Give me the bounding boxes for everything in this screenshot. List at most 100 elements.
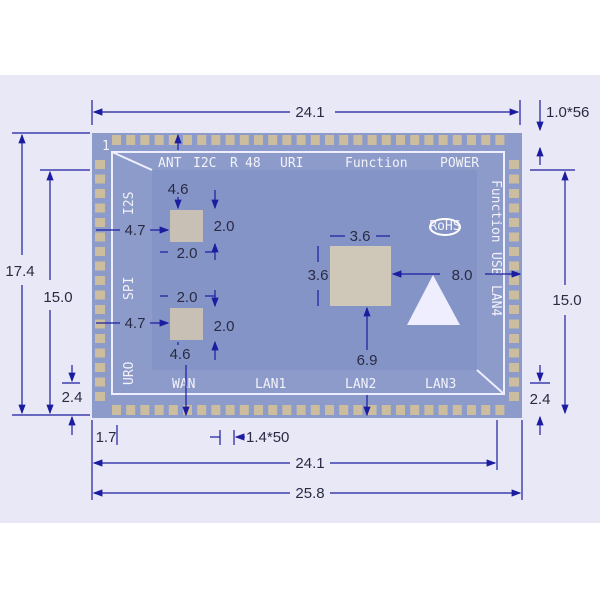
dim-pad2-bottom: 4.6 bbox=[170, 346, 191, 363]
castellated-pad bbox=[168, 405, 178, 415]
dim-left-offset: 2.4 bbox=[62, 389, 83, 406]
castellated-pad bbox=[509, 203, 519, 213]
castellated-pad bbox=[339, 405, 349, 415]
castellated-pad bbox=[452, 135, 462, 145]
label-48: 48 bbox=[245, 156, 261, 171]
castellated-pad bbox=[95, 363, 105, 372]
dimension-lines bbox=[12, 100, 575, 500]
label-usb: USB bbox=[488, 252, 503, 276]
dim-right-offset: 2.4 bbox=[530, 391, 551, 408]
dim-center-bottom: 6.9 bbox=[357, 352, 378, 369]
castellated-pad bbox=[495, 135, 505, 145]
castellated-pads bbox=[95, 135, 519, 415]
castellated-pad bbox=[310, 135, 320, 145]
castellated-pad bbox=[509, 189, 519, 198]
castellated-pad bbox=[296, 135, 306, 145]
castellated-pad bbox=[126, 135, 136, 145]
label-function: Function bbox=[345, 156, 408, 171]
castellated-pad bbox=[467, 405, 476, 415]
dim-pad2-left: 4.7 bbox=[125, 315, 146, 332]
dim-total-width: 25.8 bbox=[295, 485, 324, 502]
castellated-pad bbox=[481, 405, 491, 415]
castellated-pad bbox=[95, 276, 105, 285]
label-lan3: LAN3 bbox=[425, 377, 456, 392]
castellated-pad bbox=[95, 189, 105, 198]
castellated-pad bbox=[509, 377, 519, 387]
label-r: R bbox=[230, 156, 238, 171]
label-spi: SPI bbox=[122, 277, 137, 300]
dim-center-right: 8.0 bbox=[452, 267, 473, 284]
dim-bottom-width: 24.1 bbox=[295, 455, 324, 472]
label-lan1: LAN1 bbox=[255, 377, 286, 392]
castellated-pad bbox=[367, 405, 377, 415]
castellated-pad bbox=[95, 160, 105, 169]
castellated-pad bbox=[509, 232, 519, 242]
silkscreen-right: Function USB LAN4 bbox=[488, 180, 503, 316]
castellated-pad bbox=[239, 135, 249, 145]
label-ant: ANT bbox=[158, 156, 182, 171]
castellated-pad bbox=[225, 405, 235, 415]
ground-pad-2 bbox=[170, 308, 203, 340]
dim-pad2-width: 2.0 bbox=[177, 289, 198, 306]
dim-pad-pitch-bottom: 1.4*50 bbox=[246, 429, 289, 446]
castellated-pad bbox=[211, 135, 221, 145]
castellated-pad bbox=[282, 135, 292, 145]
dim-center-height: 3.6 bbox=[308, 267, 329, 284]
dimension-labels: 24.1 1.0*56 17.4 15.0 2.4 15.0 2.4 4.6 4… bbox=[5, 104, 589, 502]
castellated-pad bbox=[95, 319, 105, 329]
castellated-pad bbox=[339, 135, 349, 145]
castellated-pad bbox=[95, 290, 105, 300]
center-ground-pad bbox=[330, 246, 391, 306]
castellated-pad bbox=[112, 405, 121, 415]
castellated-pad bbox=[197, 135, 207, 145]
castellated-pad bbox=[183, 405, 192, 415]
dim-pad2-height: 2.0 bbox=[214, 318, 235, 335]
castellated-pad bbox=[509, 247, 519, 256]
dim-left-height: 15.0 bbox=[43, 289, 72, 306]
castellated-pad bbox=[183, 135, 192, 145]
castellated-pad bbox=[95, 203, 105, 213]
castellated-pad bbox=[112, 135, 121, 145]
dim-pad1-top: 4.6 bbox=[168, 181, 189, 198]
castellated-pad bbox=[467, 135, 476, 145]
castellated-pad bbox=[95, 218, 105, 227]
castellated-pad bbox=[282, 405, 292, 415]
castellated-pad bbox=[239, 405, 249, 415]
label-lan2: LAN2 bbox=[345, 377, 376, 392]
castellated-pad bbox=[438, 135, 448, 145]
castellated-pad bbox=[509, 319, 519, 329]
castellated-pad bbox=[410, 405, 420, 415]
castellated-pad bbox=[396, 135, 405, 145]
ground-pad-1 bbox=[170, 210, 203, 242]
dim-pad1-height: 2.0 bbox=[214, 218, 235, 235]
module-board: RoHS 1 ANT I2C R 48 URI Function POWER F… bbox=[92, 133, 522, 418]
castellated-pad bbox=[197, 405, 207, 415]
castellated-pad bbox=[154, 405, 164, 415]
castellated-pad bbox=[95, 377, 105, 387]
rohs-logo bbox=[429, 218, 461, 236]
castellated-pad bbox=[225, 135, 235, 145]
castellated-pad bbox=[168, 135, 178, 145]
castellated-pad bbox=[140, 135, 150, 145]
castellated-pad bbox=[509, 348, 519, 358]
castellated-pad bbox=[424, 405, 434, 415]
castellated-pad bbox=[353, 405, 363, 415]
castellated-pad bbox=[424, 135, 434, 145]
dim-top-width: 24.1 bbox=[295, 104, 324, 121]
castellated-pad bbox=[452, 405, 462, 415]
castellated-pad bbox=[95, 392, 105, 401]
dim-total-height: 17.4 bbox=[5, 263, 34, 280]
silkscreen-top: ANT I2C R 48 URI Function POWER bbox=[158, 156, 479, 171]
rohs-text: RoHS bbox=[429, 219, 460, 234]
castellated-pad bbox=[268, 405, 278, 415]
castellated-pad bbox=[310, 405, 320, 415]
castellated-pad bbox=[254, 135, 263, 145]
castellated-pad bbox=[381, 135, 391, 145]
dim-right-height: 15.0 bbox=[552, 292, 581, 309]
label-lan4: LAN4 bbox=[488, 285, 503, 316]
castellated-pad bbox=[509, 276, 519, 285]
castellated-pad bbox=[396, 405, 405, 415]
dim-center-width: 3.6 bbox=[350, 228, 371, 245]
label-wan: WAN bbox=[172, 377, 195, 392]
